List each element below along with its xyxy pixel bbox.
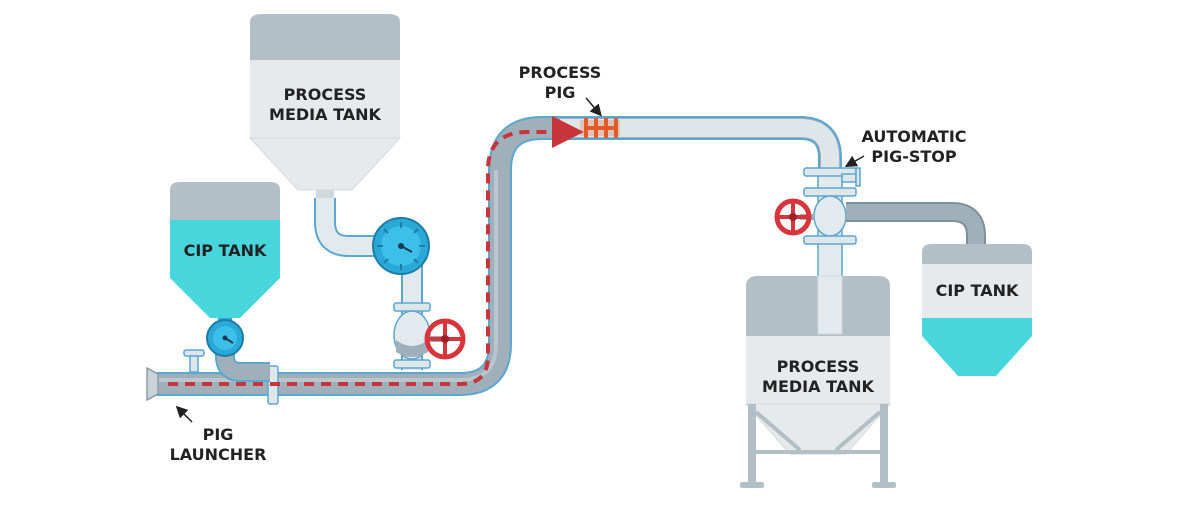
pig-stop-pointer	[844, 155, 865, 167]
cip-tank-left-label: CIP TANK	[184, 241, 267, 260]
pig-stop-assembly	[803, 167, 861, 291]
process-media-tank-right-label-line2: MEDIA TANK	[762, 377, 874, 396]
cip-tank-left-outlet	[206, 319, 270, 382]
right-handwheel-valve	[774, 198, 814, 236]
automatic-pig-stop-label-line1: AUTOMATIC	[861, 127, 966, 146]
process-media-tank-right-label-line1: PROCESS	[777, 357, 860, 376]
process-pig	[580, 118, 620, 138]
left-handwheel-valve	[424, 318, 466, 360]
process-media-tank-left-label-line1: PROCESS	[284, 85, 367, 104]
launcher-vent	[183, 349, 205, 373]
process-media-tank-left-label-line2: MEDIA TANK	[269, 105, 381, 124]
process-media-tank-right: PROCESS MEDIA TANK	[740, 275, 896, 488]
cip-tank-left: CIP TANK	[170, 182, 280, 326]
main-pipeline	[146, 116, 842, 405]
process-pig-label-line1: PROCESS	[519, 63, 602, 82]
process-pig-pointer	[585, 97, 602, 117]
pig-launcher-pointer	[175, 405, 193, 423]
pig-launcher-label-line2: LAUNCHER	[170, 445, 267, 464]
cip-tank-right-label: CIP TANK	[936, 281, 1019, 300]
flow-path-arrow	[168, 116, 584, 386]
process-media-tank-left: PROCESS MEDIA TANK	[248, 14, 402, 210]
cip-tank-right: CIP TANK	[922, 244, 1032, 376]
pig-launcher-label-line1: PIG	[203, 425, 234, 444]
cip-return-pipe	[846, 202, 986, 250]
process-line-meter-valve	[372, 217, 430, 275]
automatic-pig-stop-label-line2: PIG-STOP	[871, 147, 956, 166]
process-pig-label-line2: PIG	[545, 83, 576, 102]
